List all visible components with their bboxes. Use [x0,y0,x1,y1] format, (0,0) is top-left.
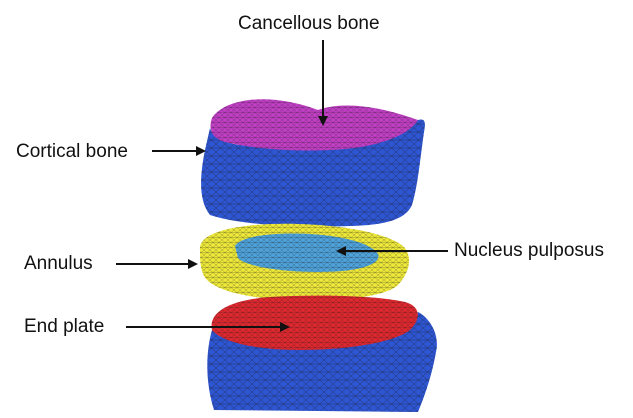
label-annulus: Annulus [24,254,93,273]
label-nucleus-pulposus: Nucleus pulposus [454,241,604,260]
intervertebral-disc [200,224,409,301]
label-cancellous-bone: Cancellous bone [238,14,380,33]
label-end-plate: End plate [24,317,104,336]
upper-vertebra [201,99,425,226]
label-cortical-bone: Cortical bone [16,142,128,161]
lower-vertebra [207,296,437,412]
